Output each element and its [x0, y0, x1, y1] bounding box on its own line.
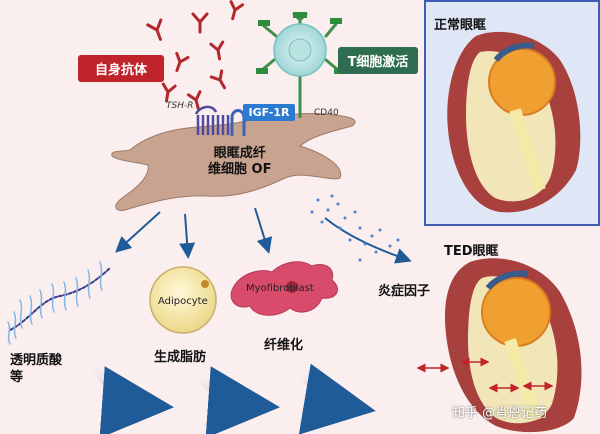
cd40-label: CD40 [314, 108, 339, 118]
watermark: 知乎 @肖恩记药 [452, 406, 548, 421]
normal-orbit-title: 正常眼眶 [434, 18, 487, 33]
inflammatory-factor-dots [310, 194, 400, 262]
antibody-icon [229, 0, 245, 21]
adipocyte-label: Adipocyte [158, 296, 208, 307]
antibody-icon [146, 18, 163, 41]
inflammatory-factors-label: 炎症因子 [378, 284, 431, 299]
myofibroblast-label: Myofibroblast [246, 283, 314, 294]
orbital-fibroblast-label: 眼眶成纤 维细胞 OF [208, 146, 272, 177]
igf-1r-label: IGF-1R [243, 104, 295, 121]
orbital-fibroblast-cell [111, 112, 356, 211]
hyaluronic-acid-label: 透明质酸 等 [10, 353, 63, 385]
myofibroblast-cell [230, 261, 338, 316]
antibody-icon [186, 90, 202, 111]
ted-orbit-title: TED眼眶 [444, 244, 499, 259]
antibody-icon [209, 69, 226, 90]
adipocyte-cell [149, 266, 217, 334]
antibody-icon [175, 51, 190, 72]
fat-generation-label: 生成脂肪 [154, 350, 207, 365]
t-cell-icon [256, 12, 346, 100]
process-arrows [115, 207, 412, 264]
expansion-arrows [416, 357, 554, 393]
normal-orbit-panel [424, 0, 600, 226]
antibody-icons [146, 0, 245, 111]
t-cell-activation-label: T细胞激活 [338, 47, 418, 74]
tsh-receptor-icon [194, 105, 230, 135]
autoantibody-label: 自身抗体 [78, 55, 164, 82]
big-process-arrows [87, 357, 376, 434]
tsh-r-label: TSH-R [166, 101, 194, 111]
hyaluronic-acid-chain [7, 261, 111, 345]
antibody-icon [161, 82, 177, 103]
fibrosis-label: 纤维化 [264, 338, 304, 353]
antibody-icon [209, 40, 225, 61]
antibody-icon [191, 12, 209, 34]
